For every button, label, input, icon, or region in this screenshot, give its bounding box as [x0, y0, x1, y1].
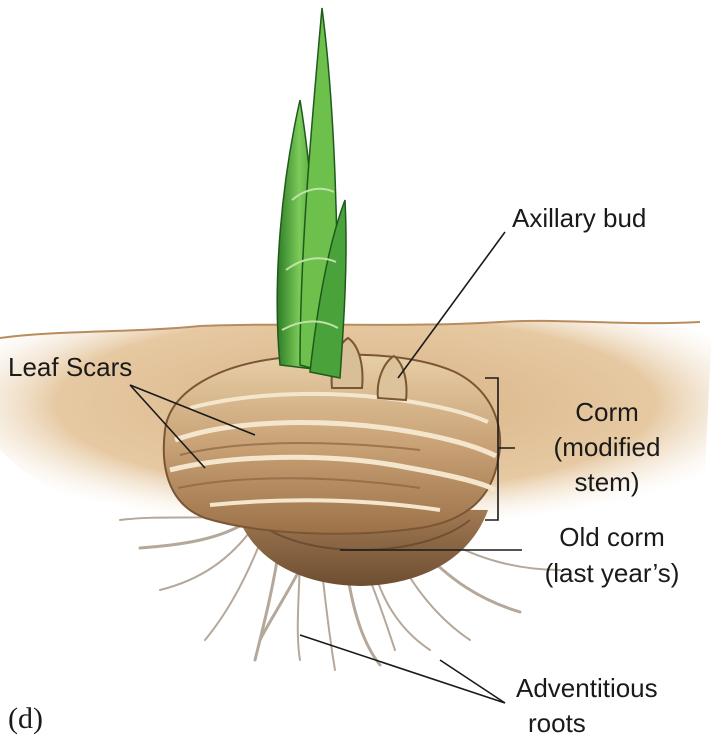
axillary-bud-label: Axillary bud	[512, 203, 646, 233]
adventitious-roots-label-line-2: roots	[528, 708, 586, 738]
leaf-scars-label: Leaf Scars	[8, 352, 132, 382]
panel-label: (d)	[8, 702, 43, 735]
shoot-drawing	[277, 8, 346, 378]
root-strand	[205, 530, 265, 640]
root-strand	[160, 525, 255, 590]
corm-label-line-2: (modified	[554, 432, 661, 462]
corm-label-line-3: stem)	[575, 467, 640, 497]
corm-label: Corm	[575, 397, 639, 427]
old-corm-label-line-2: (last year’s)	[545, 558, 680, 588]
old-corm-label: Old corm	[559, 522, 664, 552]
adventitious-roots-label: Adventitious	[516, 673, 658, 703]
